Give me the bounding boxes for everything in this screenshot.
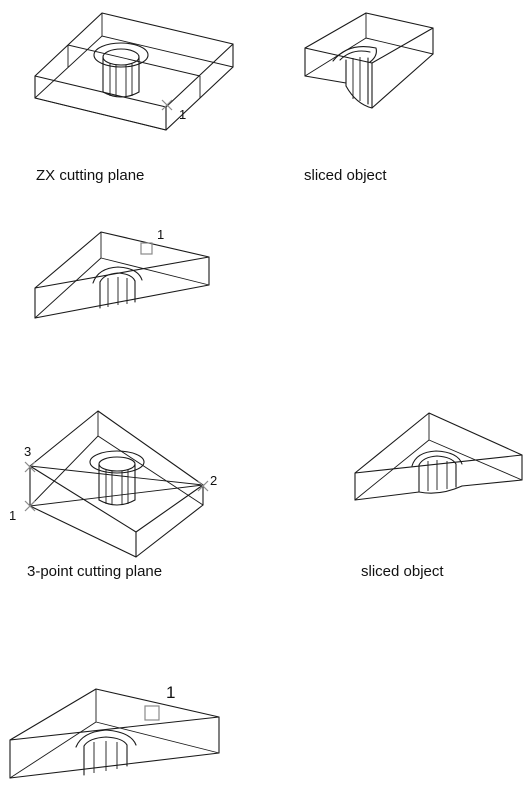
cylinder-feature	[93, 42, 149, 98]
pick-point-square-icon	[140, 242, 153, 255]
pick-point-cross-icon	[24, 461, 36, 473]
point-label-1: 1	[9, 508, 16, 523]
cylinder-feature	[89, 450, 145, 506]
pick-point-cross-icon	[161, 99, 173, 111]
sliced-object-half-box	[304, 12, 434, 109]
caption-sliced-object: sliced object	[304, 167, 387, 184]
caption-3-point-cutting-plane: 3-point cutting plane	[27, 563, 163, 580]
pick-point-square-icon	[144, 705, 160, 721]
point-label-2: 2	[210, 473, 217, 488]
box-3-point-cutting-plane: 3 1 2	[9, 410, 217, 558]
triangular-slice-preview: 1	[34, 227, 210, 319]
box-zx-cutting-plane: 1	[34, 12, 234, 131]
caption-sliced-object: sliced object	[361, 563, 444, 580]
point-label-pick-1: 1	[157, 227, 164, 242]
point-label-1: 1	[179, 107, 186, 122]
triangular-slice-final: 1	[9, 683, 220, 779]
caption-zx-cutting-plane: ZX cutting plane	[36, 167, 145, 184]
pick-point-cross-icon	[24, 500, 36, 512]
sliced-object-triangular	[354, 412, 523, 501]
point-label-pick-1: 1	[166, 683, 175, 702]
pick-point-cross-icon	[197, 480, 209, 492]
point-label-3: 3	[24, 444, 31, 459]
